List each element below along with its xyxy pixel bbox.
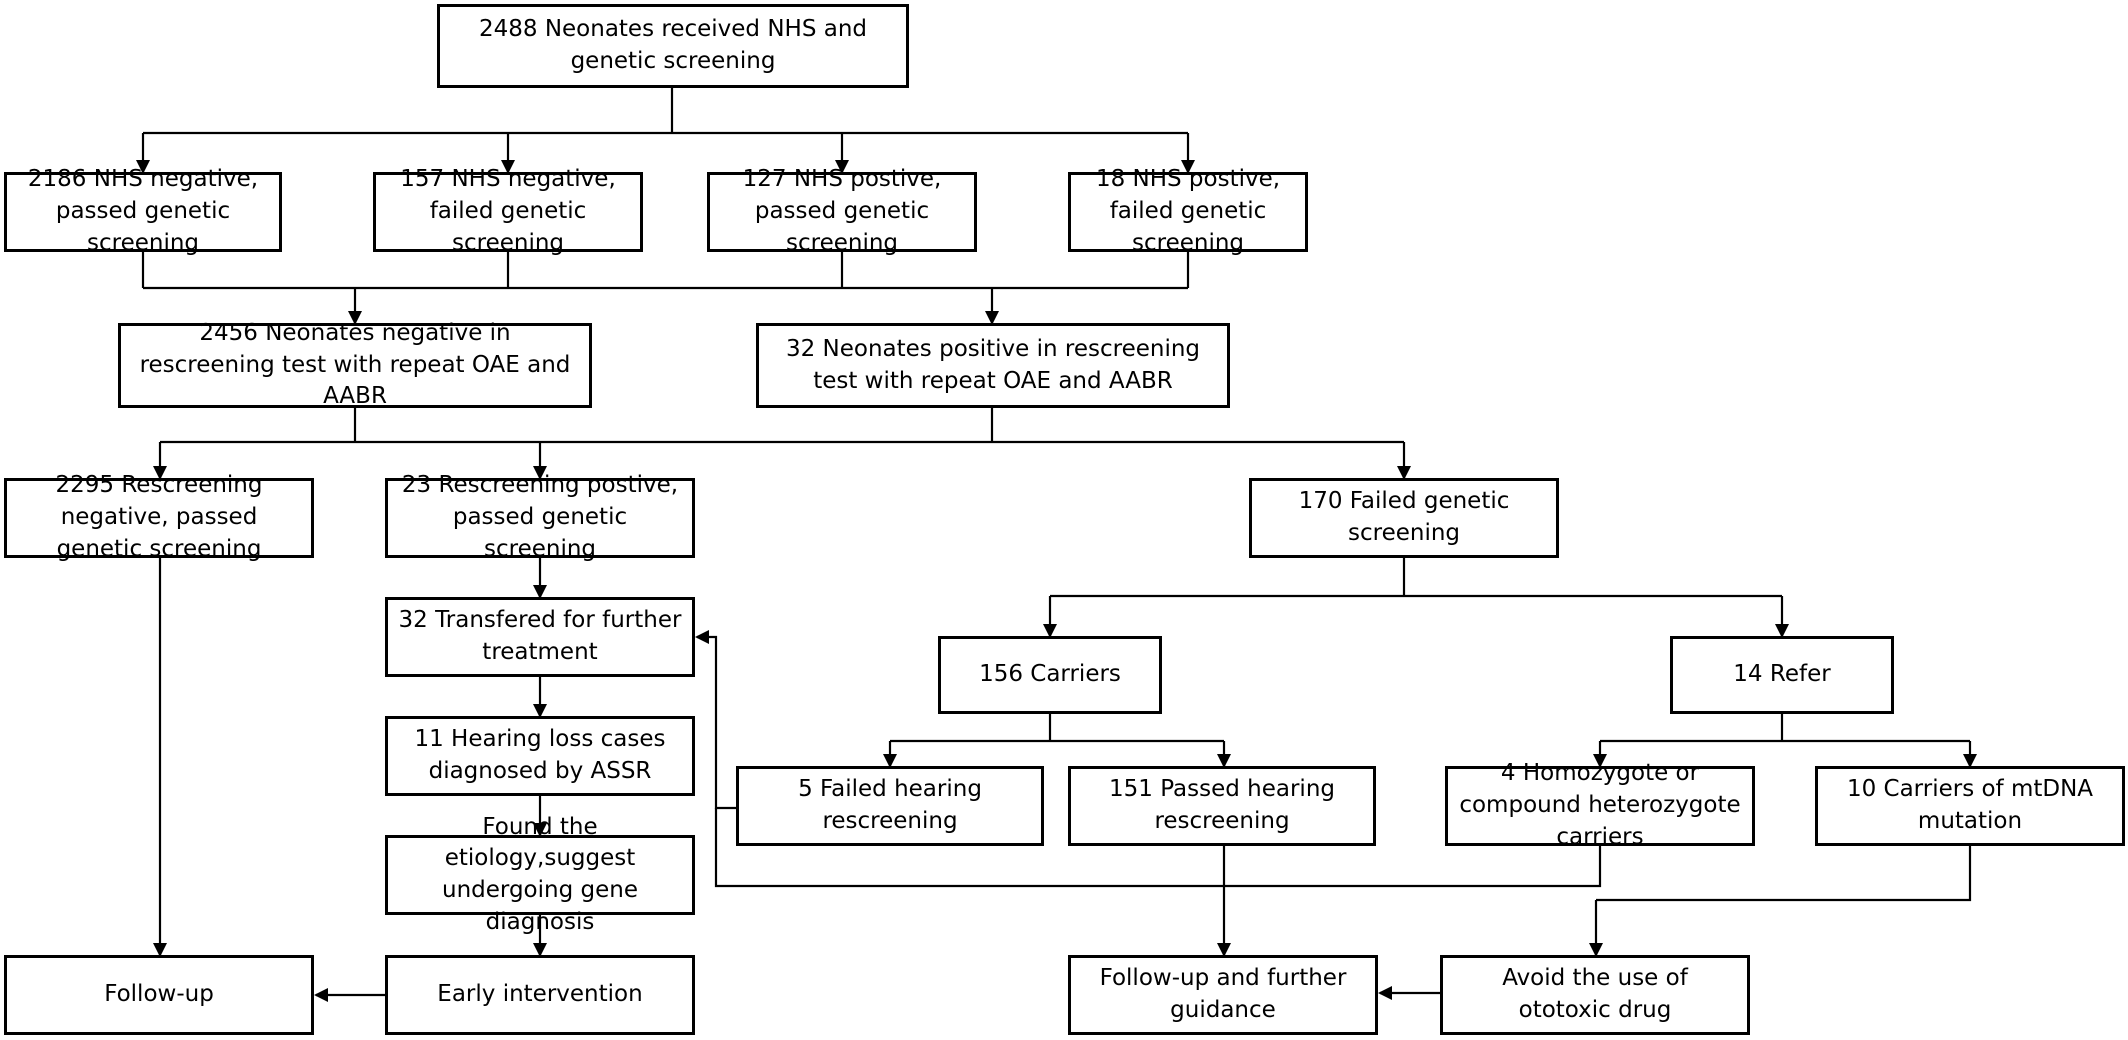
node-early-intervention: Early intervention bbox=[385, 955, 695, 1035]
node-hearing-loss-cases: 11 Hearing loss cases diagnosed by ASSR bbox=[385, 716, 695, 796]
node-transferred-label: 32 Transfered for further treatment bbox=[398, 607, 682, 665]
node-follow-up-guidance-label: Follow-up and further guidance bbox=[1099, 965, 1347, 1023]
node-rescreening-negative: 2456 Neonates negative in rescreening te… bbox=[118, 320, 592, 409]
node-early-intervention-label: Early intervention bbox=[437, 981, 643, 1008]
node-failed-genetic-screening: 170 Failed genetic screening bbox=[1249, 478, 1559, 558]
node-nhs-negative-passed: 2186 NHS negative, passed genetic screen… bbox=[4, 166, 282, 256]
node-failed-hearing-rescreening-label: 5 Failed hearing rescreening bbox=[798, 776, 982, 834]
node-homozygote-carriers-label: 4 Homozygote or compound heterozygote ca… bbox=[1459, 760, 1741, 850]
node-avoid-ototoxic-drug: Avoid the use of ototoxic drug bbox=[1440, 955, 1750, 1035]
node-nhs-positive-failed: 18 NHS postive, failed genetic screening bbox=[1068, 166, 1308, 256]
node-nhs-positive-passed-label: 127 NHS postive, passed genetic screenin… bbox=[742, 166, 942, 256]
node-follow-up-guidance: Follow-up and further guidance bbox=[1068, 955, 1378, 1035]
node-total-neonates: 2488 Neonates received NHS and genetic s… bbox=[437, 4, 909, 88]
node-transferred: 32 Transfered for further treatment bbox=[385, 597, 695, 677]
node-refer: 14 Refer bbox=[1670, 636, 1894, 714]
node-avoid-ototoxic-drug-label: Avoid the use of ototoxic drug bbox=[1502, 965, 1688, 1023]
node-nhs-negative-failed-label: 157 NHS negative, failed genetic screeni… bbox=[400, 166, 616, 256]
line-mtdna-down bbox=[1596, 846, 1972, 902]
arrow-failed-hearing-to-transferred bbox=[695, 630, 736, 810]
node-rescreening-positive-passed: 23 Rescreening postive, passed genetic s… bbox=[385, 472, 695, 562]
node-rescreening-negative-label: 2456 Neonates negative in rescreening te… bbox=[139, 319, 571, 410]
node-nhs-negative-passed-label: 2186 NHS negative, passed genetic screen… bbox=[27, 166, 259, 256]
node-found-etiology-label: Found the etiology,suggest undergoing ge… bbox=[442, 813, 638, 935]
node-nhs-negative-failed: 157 NHS negative, failed genetic screeni… bbox=[373, 166, 643, 256]
node-rescreening-positive-passed-label: 23 Rescreening postive, passed genetic s… bbox=[401, 472, 679, 562]
node-nhs-positive-passed: 127 NHS postive, passed genetic screenin… bbox=[707, 166, 977, 256]
node-follow-up-label: Follow-up bbox=[104, 981, 214, 1008]
node-hearing-loss-cases-label: 11 Hearing loss cases diagnosed by ASSR bbox=[414, 726, 666, 784]
node-follow-up: Follow-up bbox=[4, 955, 314, 1035]
node-passed-hearing-rescreening-label: 151 Passed hearing rescreening bbox=[1108, 776, 1335, 834]
node-passed-hearing-rescreening: 151 Passed hearing rescreening bbox=[1068, 766, 1376, 846]
node-total-neonates-label: 2488 Neonates received NHS and genetic s… bbox=[478, 16, 868, 74]
node-failed-genetic-screening-label: 170 Failed genetic screening bbox=[1298, 488, 1510, 546]
node-failed-hearing-rescreening: 5 Failed hearing rescreening bbox=[736, 766, 1044, 846]
node-homozygote-carriers: 4 Homozygote or compound heterozygote ca… bbox=[1445, 760, 1755, 850]
node-carriers: 156 Carriers bbox=[938, 636, 1162, 714]
node-found-etiology: Found the etiology,suggest undergoing ge… bbox=[385, 814, 695, 935]
node-rescreening-positive: 32 Neonates positive in rescreening test… bbox=[756, 323, 1230, 408]
node-rescreening-positive-label: 32 Neonates positive in rescreening test… bbox=[785, 335, 1201, 394]
node-nhs-positive-failed-label: 18 NHS postive, failed genetic screening bbox=[1095, 166, 1281, 256]
node-mtdna-carriers-label: 10 Carriers of mtDNA mutation bbox=[1846, 776, 2094, 834]
node-carriers-label: 156 Carriers bbox=[979, 661, 1121, 688]
line-homozygote-to-transfer-path bbox=[714, 808, 1602, 888]
node-mtdna-carriers: 10 Carriers of mtDNA mutation bbox=[1815, 766, 2125, 846]
node-rescreening-negative-passed-label: 2295 Rescreening negative, passed geneti… bbox=[55, 472, 263, 562]
node-rescreening-negative-passed: 2295 Rescreening negative, passed geneti… bbox=[4, 472, 314, 562]
node-refer-label: 14 Refer bbox=[1733, 661, 1831, 688]
